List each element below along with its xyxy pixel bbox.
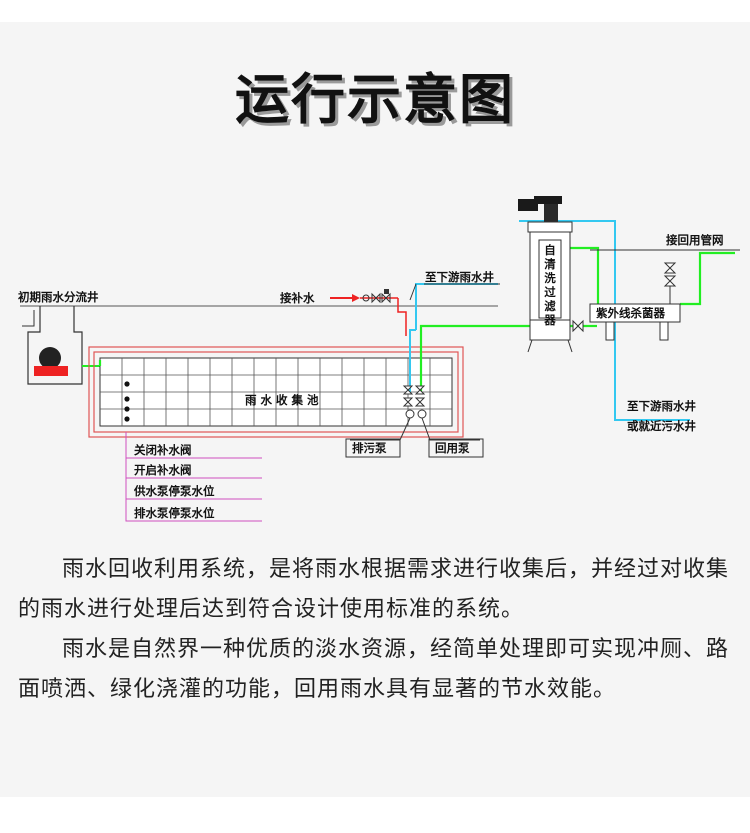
reuse-pump-box — [428, 438, 484, 458]
label-supply-pump-stop: 供水泵停泵水位 — [133, 484, 215, 498]
reuse-valve — [572, 319, 584, 333]
downstream-leader — [409, 283, 417, 301]
description: 雨水回收利用系统，是将雨水根据需求进行收集后，并经过对收集的雨水进行处理后达到符… — [18, 550, 730, 710]
rainwater-system-diagram: 初期雨水分流井 接补水 至下游雨水井 接回用管网 紫外线杀菌器 至下游雨水井 或… — [18, 196, 740, 522]
label-make-up-water: 接补水 — [280, 291, 315, 305]
pumps — [402, 385, 427, 419]
label-reuse-pump: 回用泵 — [435, 441, 470, 455]
label-self-clean-filter: 自清洗过滤器 — [543, 243, 556, 327]
level-dots — [124, 381, 130, 422]
label-drain-pump-stop: 排水泵停泵水位 — [134, 506, 215, 520]
label-reuse-pipe: 接回用管网 — [666, 233, 724, 247]
self-clean-filter — [518, 196, 573, 353]
label-self-clean-filter-text: 自清洗过滤器 — [543, 243, 556, 327]
sewage-pump-box — [345, 438, 401, 458]
label-collection-pool: 雨 水 收 集 池 — [245, 393, 319, 407]
make-up-water-pipe — [330, 289, 407, 336]
level-lines — [125, 432, 262, 522]
label-or-sewage-well: 或就近污水井 — [627, 419, 696, 433]
diversion-well — [22, 306, 100, 385]
description-paragraph: 雨水是自然界一种优质的淡水资源，经简单处理即可实现冲厕、路面喷洒、绿化浇灌的功能… — [18, 637, 730, 702]
collection-pool-frame — [88, 346, 464, 438]
page-title: 运行示意图 — [235, 68, 515, 131]
label-uv-sterilizer: 紫外线杀菌器 — [596, 306, 665, 320]
description-paragraph: 雨水回收利用系统，是将雨水根据需求进行收集后，并经过对收集的雨水进行处理后达到符… — [18, 557, 730, 622]
collection-pool-grid — [99, 357, 453, 427]
label-sewage-pump: 排污泵 — [352, 441, 387, 455]
label-close-valve: 关闭补水阀 — [134, 443, 192, 457]
label-to-downstream-2: 至下游雨水井 — [627, 399, 696, 413]
label-to-downstream-1: 至下游雨水井 — [425, 270, 494, 284]
label-open-valve: 开启补水阀 — [134, 463, 192, 477]
reuse-pipe-valves — [663, 262, 677, 304]
label-diversion-well: 初期雨水分流井 — [18, 290, 99, 304]
uv-sterilizer — [589, 303, 681, 341]
